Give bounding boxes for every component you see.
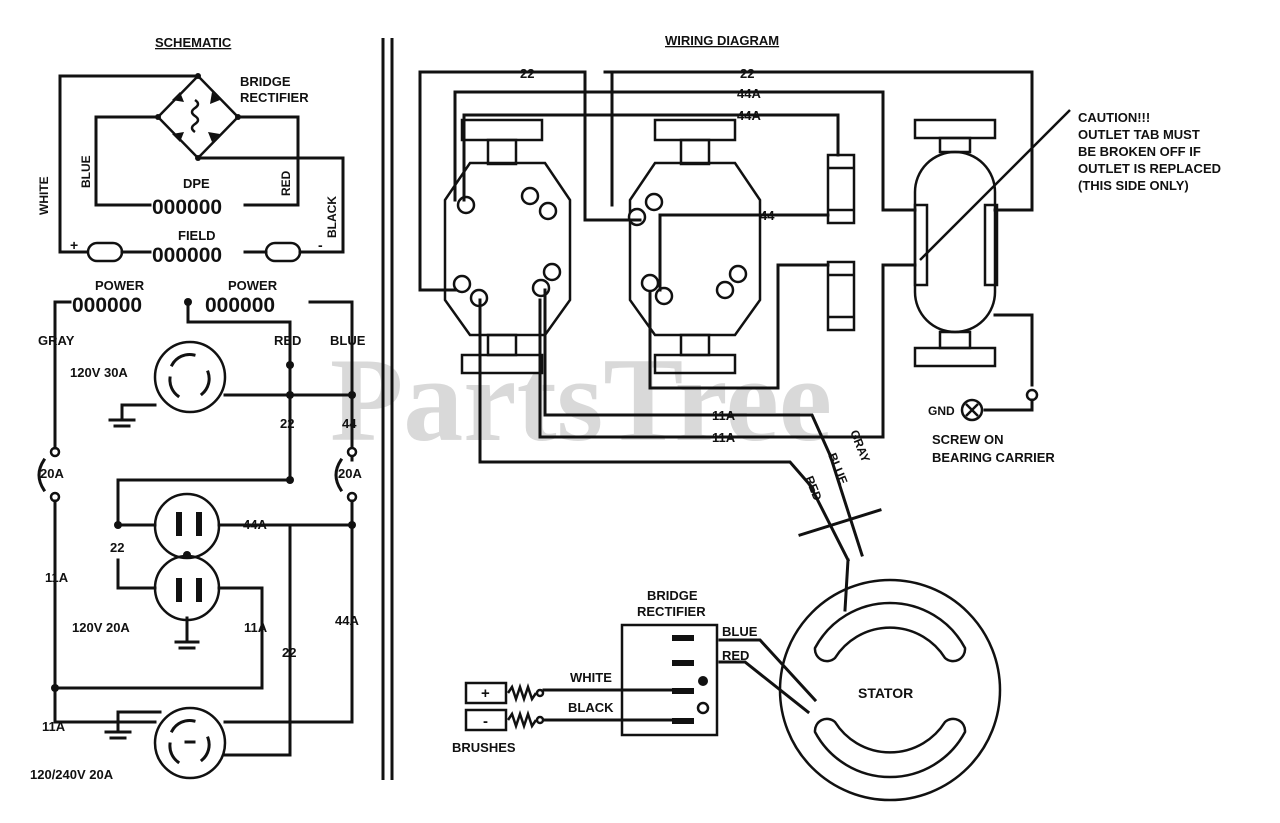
caution-line-5: (THIS SIDE ONLY)	[1078, 178, 1189, 193]
wiring-black-label: BLACK	[568, 700, 614, 715]
wire-11a-bottom: 11A	[42, 719, 66, 734]
outlet-240v-label: 120/240V 20A	[30, 767, 114, 782]
power-coil-right: 000000	[205, 294, 275, 317]
bridge-rectifier-symbol	[155, 73, 241, 161]
red-wire	[236, 115, 300, 207]
blue-label-2: BLUE	[330, 333, 366, 348]
field-plus: +	[70, 237, 78, 253]
wire-11a-left: 11A	[45, 570, 69, 585]
brush-plus: +	[481, 685, 490, 702]
white-wire	[58, 74, 200, 254]
field-coil: 000000	[152, 244, 222, 267]
power-label-left: POWER	[95, 278, 145, 293]
wiring-bridge-label-1: BRIDGE	[647, 588, 698, 603]
lead-blue-label: BLUE	[825, 451, 850, 487]
outlet-240v-symbol	[153, 706, 227, 780]
schematic-section: SCHEMATIC BRIDGE RECTIFIER WHITE BLUE RE…	[30, 35, 366, 782]
wiring-44a-a: 44A	[737, 86, 761, 101]
bridge-rectifier-label-1: BRIDGE	[240, 74, 291, 89]
schematic-title: SCHEMATIC	[155, 35, 232, 50]
wiring-bridge-label-2: RECTIFIER	[637, 604, 706, 619]
outlet-2	[627, 118, 762, 375]
bridge-rectifier-label-2: RECTIFIER	[240, 90, 309, 105]
black-wire	[196, 156, 345, 254]
brush-minus: -	[483, 713, 488, 730]
black-label: BLACK	[325, 196, 339, 238]
field-label: FIELD	[178, 228, 216, 243]
blue-power-wire	[308, 300, 354, 332]
wire-44-a: 44	[342, 416, 357, 431]
wire-22-c: 22	[282, 645, 296, 660]
breaker-right-label: 20A	[338, 466, 362, 481]
red-label: RED	[279, 170, 293, 196]
brush-plus-symbol	[86, 241, 124, 263]
outlet-20a-label: 120V 20A	[72, 620, 130, 635]
gnd-label: GND	[928, 404, 955, 418]
gray-wire	[53, 300, 72, 332]
wiring-11a-a: 11A	[712, 408, 736, 423]
wiring-title: WIRING DIAGRAM	[665, 33, 779, 48]
breaker-1	[826, 153, 856, 225]
power-label-right: POWER	[228, 278, 278, 293]
breaker-right-symbol	[334, 457, 344, 493]
duplex-outlet-top-symbol	[153, 492, 221, 560]
outlet-30a-symbol	[153, 340, 227, 414]
caution-pointer	[919, 109, 1071, 261]
breaker-2	[826, 260, 856, 332]
red-power-wire	[186, 300, 292, 357]
brush-minus-symbol	[264, 241, 302, 263]
field-minus: -	[318, 237, 323, 253]
screw-on-line-2: BEARING CARRIER	[932, 450, 1055, 465]
twist-lock-outlet	[913, 118, 999, 368]
blue-label: BLUE	[79, 155, 93, 188]
wiring-white-label: WHITE	[570, 670, 612, 685]
breaker-left-label: 20A	[40, 466, 64, 481]
wire-11a-right: 11A	[244, 620, 268, 635]
wire-22-b: 22	[110, 540, 124, 555]
wire-44a-v: 44A	[335, 613, 359, 628]
caution-line-3: BE BROKEN OFF IF	[1078, 144, 1201, 159]
wiring-diagram-section: WIRING DIAGRAM	[418, 33, 1221, 802]
wiring-22-b: 22	[740, 66, 754, 81]
caution-line-1: CAUTION!!!	[1078, 110, 1150, 125]
wiring-44: 44	[760, 208, 775, 223]
watermark: PartsTree	[330, 333, 832, 466]
wiring-red-label: RED	[722, 648, 749, 663]
lead-red-label: RED	[802, 474, 825, 503]
wiring-22-a: 22	[520, 66, 534, 81]
caution-line-4: OUTLET IS REPLACED	[1078, 161, 1221, 176]
wiring-44a-b: 44A	[737, 108, 761, 123]
wire-44a-h: 44A	[243, 517, 267, 532]
blue-wire	[94, 115, 160, 207]
power-coil-left: 000000	[72, 294, 142, 317]
wiring-11a-b: 11A	[712, 430, 736, 445]
wire-22-a: 22	[280, 416, 294, 431]
lead-gray-label: GRAY	[847, 428, 873, 464]
bridge-rectifier-box	[620, 623, 719, 737]
white-label: WHITE	[37, 176, 51, 215]
brush-minus-box	[464, 708, 508, 732]
breaker-left-symbol	[37, 457, 47, 493]
duplex-outlet-bottom-symbol	[153, 554, 221, 622]
dpe-label: DPE	[183, 176, 210, 191]
stator-label: STATOR	[858, 685, 913, 701]
red-label-2: RED	[274, 333, 301, 348]
outlet-30a-label: 120V 30A	[70, 365, 128, 380]
brushes-label: BRUSHES	[452, 740, 516, 755]
wiring-blue-label: BLUE	[722, 624, 758, 639]
caution-line-2: OUTLET TAB MUST	[1078, 127, 1200, 142]
dpe-coil: 000000	[152, 196, 222, 219]
brush-plus-box	[464, 681, 508, 705]
screw-on-line-1: SCREW ON	[932, 432, 1004, 447]
